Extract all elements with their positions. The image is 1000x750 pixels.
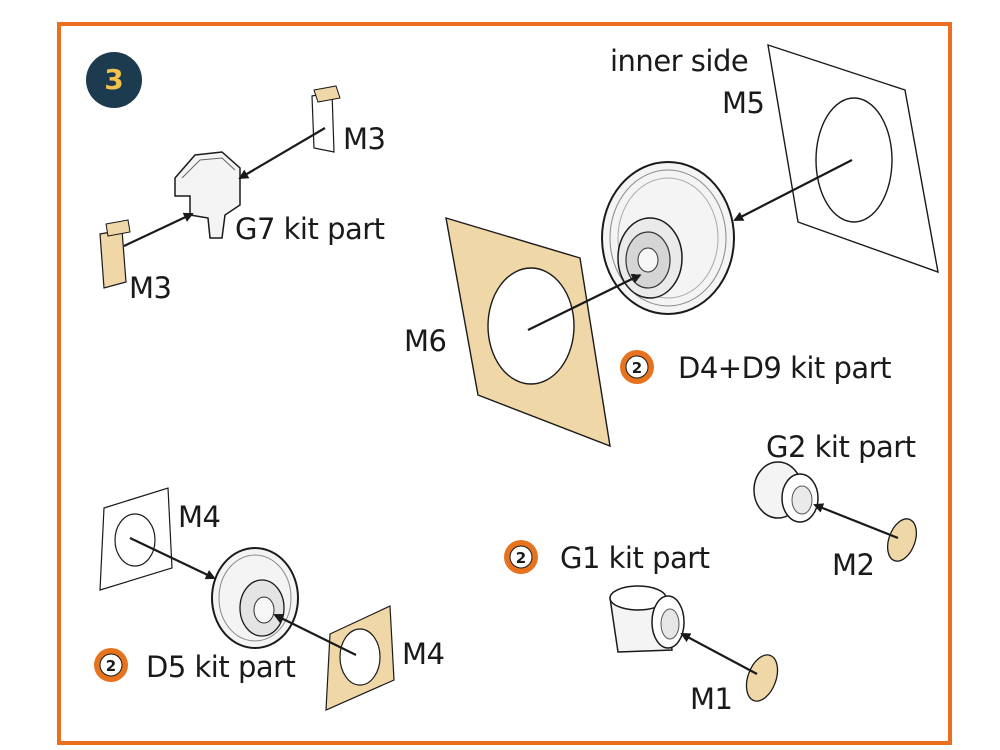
m1-disc xyxy=(745,654,779,702)
g1-part xyxy=(609,585,685,653)
m3-bottom-label: M3 xyxy=(129,271,172,305)
m2-label: M2 xyxy=(832,548,875,582)
g2-part xyxy=(753,461,819,523)
g1-label: G1 kit part xyxy=(560,541,710,575)
g7-label: G7 kit part xyxy=(235,212,385,246)
d4-d9-label: D4+D9 kit part xyxy=(678,351,892,385)
arrow-m1 xyxy=(680,633,758,675)
m3-top-part xyxy=(311,85,341,153)
main-wheel-d4-d9 xyxy=(601,161,735,315)
m4-top-mask xyxy=(99,487,173,591)
m3-top-label: M3 xyxy=(343,122,386,156)
g7-part xyxy=(174,151,241,239)
arrow-m2 xyxy=(813,503,899,540)
m5-mask xyxy=(767,43,939,274)
d4-d9-badge-icon: 2 xyxy=(620,350,654,384)
instruction-frame xyxy=(57,22,952,745)
m4-top-label: M4 xyxy=(178,500,221,534)
m4-right-mask xyxy=(325,605,395,711)
arrow-m5 xyxy=(733,159,853,221)
m4-right-label: M4 xyxy=(402,637,445,671)
arrow-m4-top xyxy=(129,537,216,580)
step-number: 3 xyxy=(86,52,142,108)
m5-label: M5 xyxy=(722,86,765,120)
g2-label: G2 kit part xyxy=(766,430,916,464)
m6-label: M6 xyxy=(404,324,447,358)
arrow-m6 xyxy=(527,274,642,331)
m1-label: M1 xyxy=(690,682,733,716)
m2-disc xyxy=(887,518,917,562)
svg-text:2: 2 xyxy=(632,359,642,377)
d5-label: D5 kit part xyxy=(146,650,296,684)
d5-badge-icon: 2 xyxy=(94,648,128,682)
svg-text:2: 2 xyxy=(106,657,116,675)
d5-wheel xyxy=(211,547,299,649)
arrow-m4-right xyxy=(273,614,357,656)
m3-bottom-part xyxy=(99,219,131,289)
inner-side-label: inner side xyxy=(610,44,749,78)
arrow-m3-top xyxy=(238,127,326,180)
arrow-m3-bottom xyxy=(123,212,194,247)
g1-badge-icon: 2 xyxy=(504,540,538,574)
m6-mask xyxy=(445,217,611,448)
svg-text:2: 2 xyxy=(516,549,526,567)
